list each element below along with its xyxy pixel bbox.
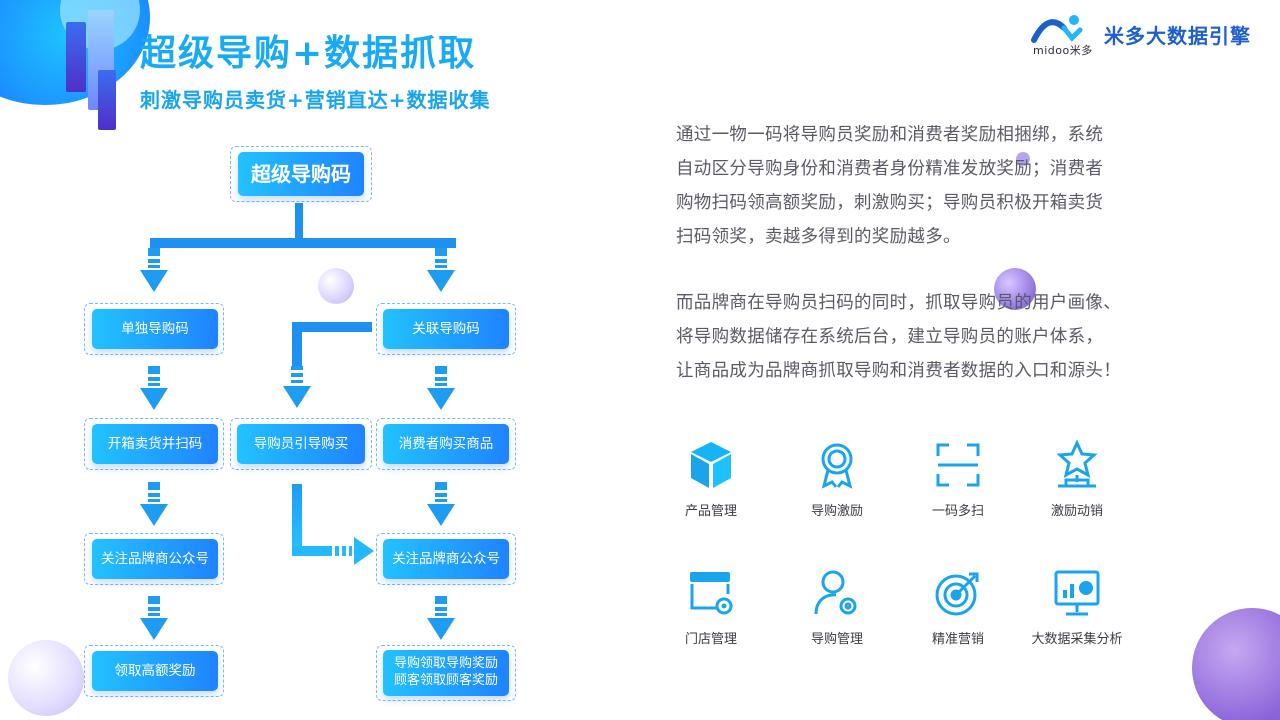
scan-icon	[933, 440, 983, 490]
target-icon	[933, 568, 983, 618]
text-line: 而品牌商在导购员扫码的同时，抓取导购员的用户画像、	[676, 286, 1146, 320]
arrow-down	[427, 596, 455, 640]
arrow-down	[427, 248, 455, 292]
text-line: 通过一物一码将导购员奖励和消费者奖励相捆绑，系统	[676, 118, 1146, 152]
feature-label: 门店管理	[656, 628, 766, 647]
logo-name: 米多大数据引擎	[1104, 20, 1251, 49]
flow-node: 关注品牌商公众号	[92, 539, 218, 579]
box-icon	[686, 440, 736, 490]
feature-item: 导购激励	[782, 440, 892, 519]
store-gear-icon	[686, 568, 736, 618]
star-podium-icon	[1052, 440, 1102, 490]
text-line: 自动区分导购身份和消费者身份精准发放奖励；消费者	[676, 152, 1146, 186]
flow-final-line: 顾客领取顾客奖励	[394, 673, 498, 690]
flow-root-box: 超级导购码	[238, 152, 364, 196]
feature-label: 一码多扫	[903, 500, 1013, 519]
text-line: 购物扫码领高额奖励，刺激购买；导购员积极开箱卖货	[676, 186, 1146, 220]
feature-label: 大数据采集分析	[1022, 628, 1132, 647]
description-paragraph-2: 而品牌商在导购员扫码的同时，抓取导购员的用户画像、 将导购数据储存在系统后台，建…	[676, 286, 1146, 388]
feature-item: 激励动销	[1022, 440, 1132, 519]
description-paragraph-1: 通过一物一码将导购员奖励和消费者奖励相捆绑，系统 自动区分导购身份和消费者身份精…	[676, 118, 1146, 254]
feature-label: 导购管理	[782, 628, 892, 647]
flow-final-node: 导购领取导购奖励 顾客领取顾客奖励	[383, 650, 509, 696]
feature-label: 激励动销	[1022, 500, 1132, 519]
feature-label: 导购激励	[782, 500, 892, 519]
feature-item: 产品管理	[656, 440, 766, 519]
flow-node: 关注品牌商公众号	[383, 539, 509, 579]
text-line: 将导购数据储存在系统后台，建立导购员的账户体系，	[676, 320, 1146, 354]
flow-node: 单独导购码	[92, 309, 218, 349]
arrow-down	[427, 366, 455, 410]
text-line: 扫码领奖，卖越多得到的奖励越多。	[676, 220, 1146, 254]
flow-node: 关联导购码	[383, 309, 509, 349]
arrow-down	[427, 482, 455, 526]
arrow-down	[283, 366, 311, 408]
flow-node: 开箱卖货并扫码	[92, 424, 218, 464]
orb-decoration	[1192, 608, 1280, 720]
logo-small-text: midoo米多	[1033, 42, 1093, 58]
arrow-down	[140, 366, 168, 410]
feature-label: 产品管理	[656, 500, 766, 519]
arrow-down	[140, 482, 168, 526]
feature-item: 导购管理	[782, 568, 892, 647]
feature-item: 精准营销	[903, 568, 1013, 647]
flow-node: 消费者购买商品	[383, 424, 509, 464]
flow-node: 导购员引导购买	[237, 424, 365, 464]
flow-connectors	[0, 0, 640, 720]
feature-label: 精准营销	[903, 628, 1013, 647]
dashboard-icon	[1052, 568, 1102, 618]
arrow-down	[140, 248, 168, 292]
feature-item: 门店管理	[656, 568, 766, 647]
text-line: 让商品成为品牌商抓取导购和消费者数据的入口和源头！	[676, 354, 1146, 388]
user-gear-icon	[812, 568, 862, 618]
feature-item: 大数据采集分析	[1022, 568, 1132, 647]
arrow-right	[335, 537, 374, 565]
arrow-down	[140, 596, 168, 640]
flow-node: 领取高额奖励	[92, 651, 218, 691]
flow-final-line: 导购领取导购奖励	[394, 656, 498, 673]
award-icon	[812, 440, 862, 490]
feature-item: 一码多扫	[903, 440, 1013, 519]
